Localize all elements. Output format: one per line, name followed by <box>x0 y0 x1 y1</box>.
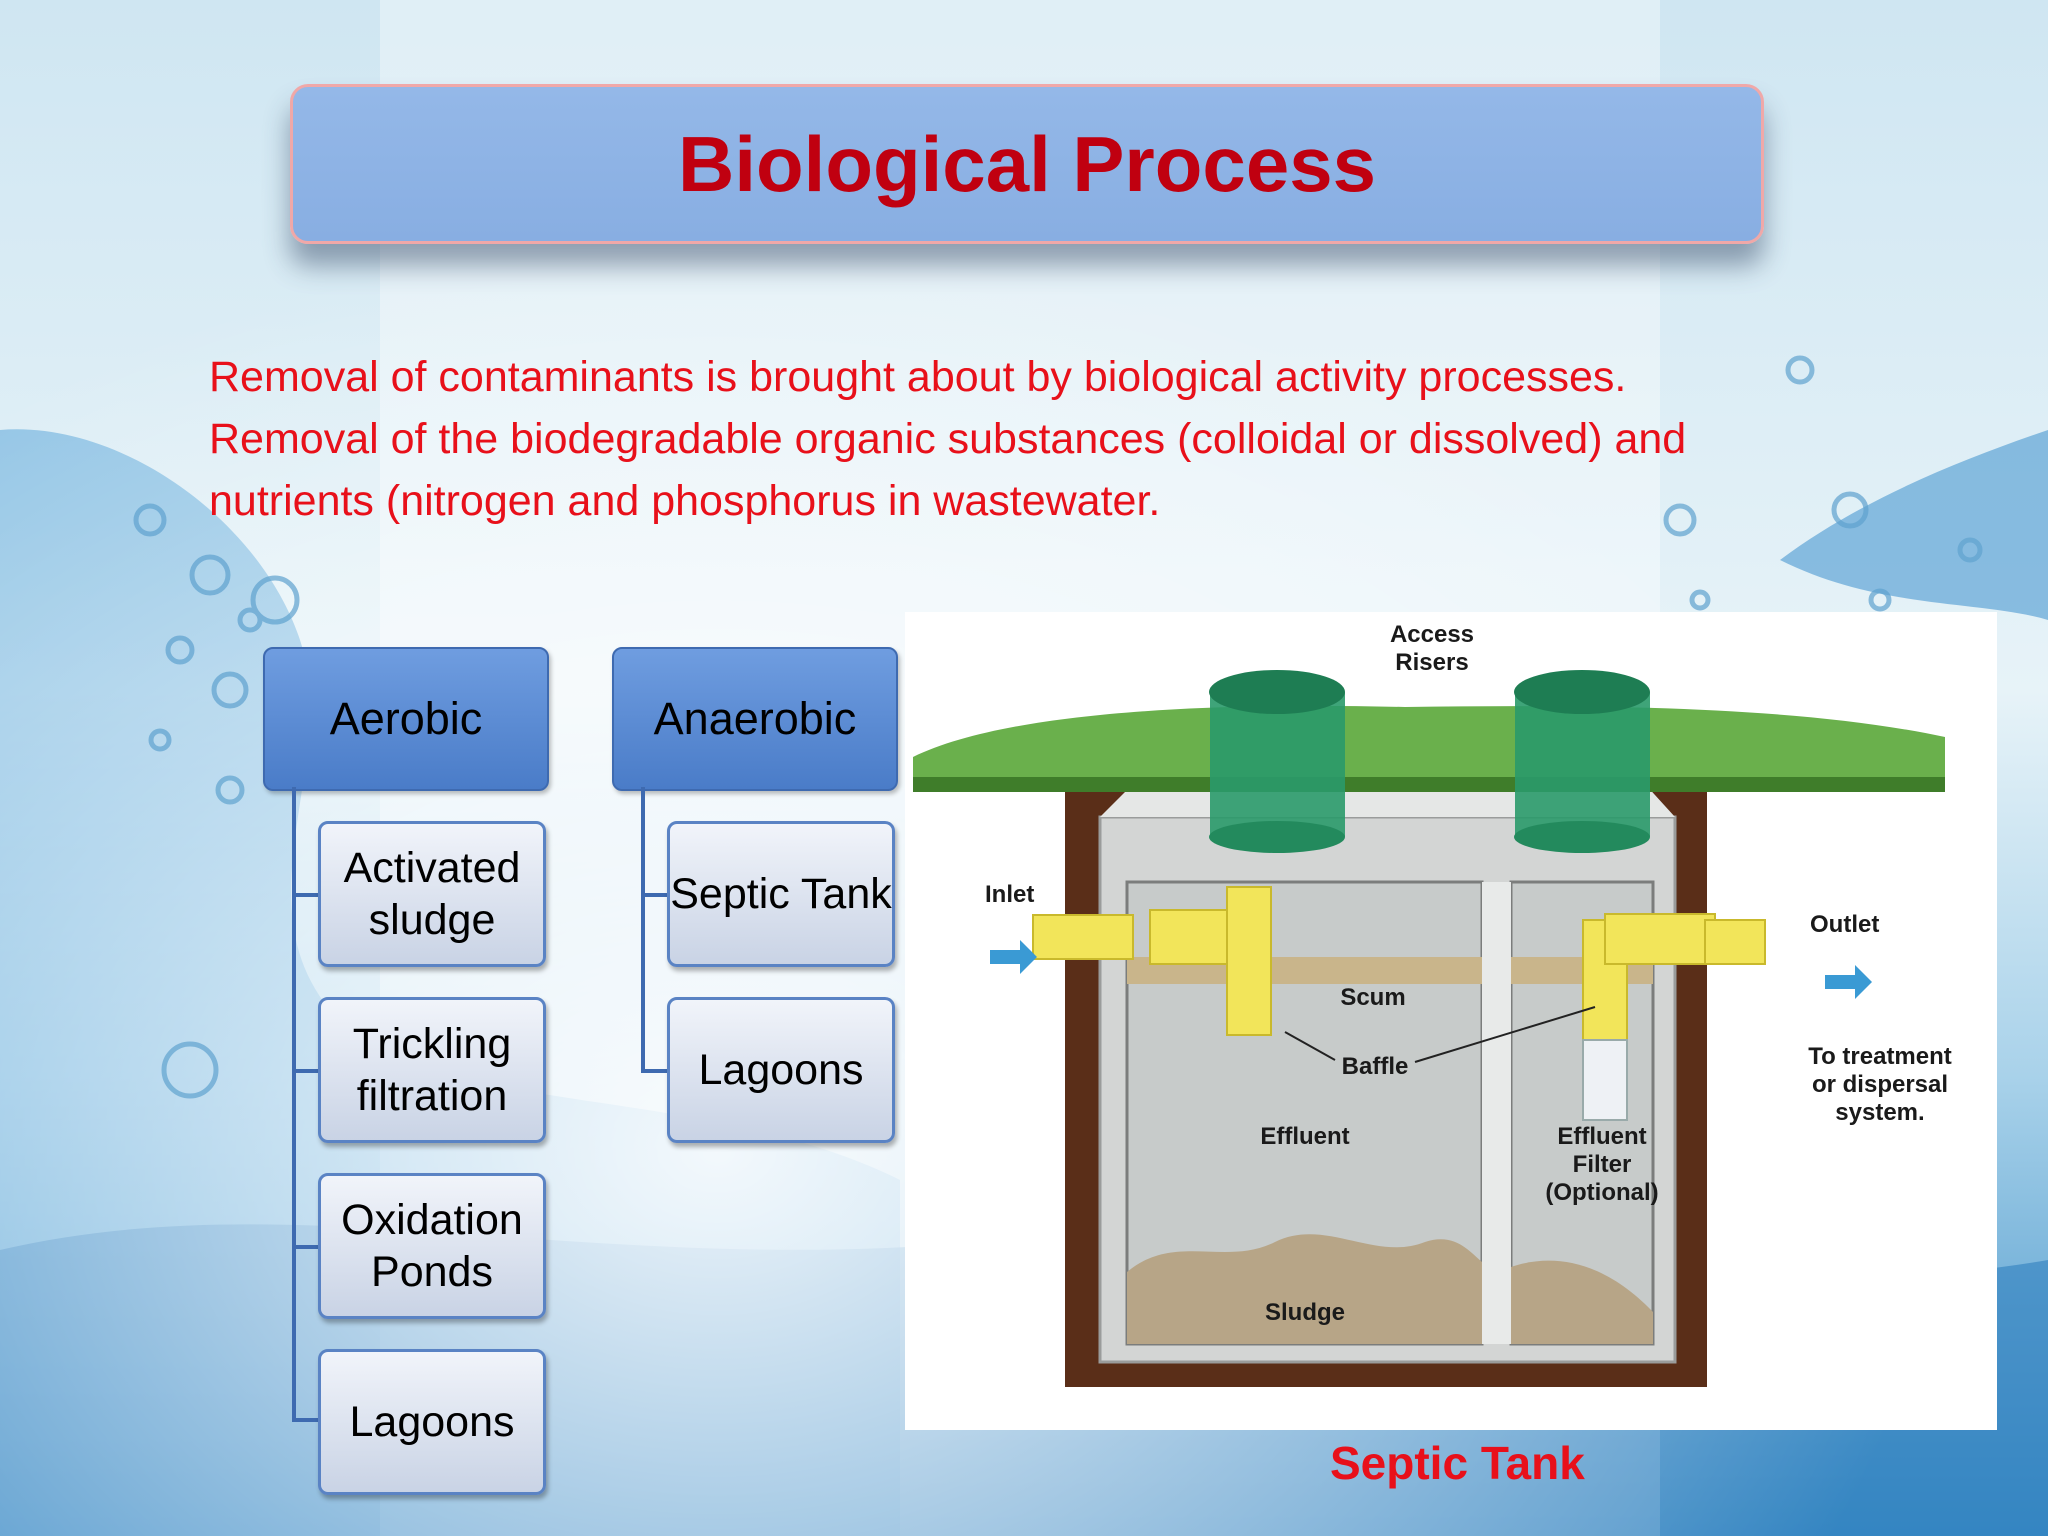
outlet-arrow-icon <box>1825 965 1872 999</box>
connector-branch <box>292 1069 320 1073</box>
effluent-label: Effluent <box>1260 1123 1349 1150</box>
body-text: Removal of contaminants is brought about… <box>209 346 1849 532</box>
slide-title: Biological Process <box>678 119 1376 208</box>
anaerobic-item-lagoons: Lagoons <box>667 997 895 1143</box>
riser-right <box>1514 670 1650 853</box>
aerobic-item-trickling-filtration: Trickling filtration <box>318 997 546 1143</box>
aerobic-item-lagoons: Lagoons <box>318 1349 546 1495</box>
sludge-label: Sludge <box>1265 1299 1345 1326</box>
destination-label-3: system. <box>1835 1099 1924 1126</box>
outlet-baffle-pipe <box>1604 913 1716 965</box>
filter-label-3: (Optional) <box>1545 1179 1658 1206</box>
aerobic-header: Aerobic <box>263 647 549 791</box>
effluent-filter <box>1582 1039 1628 1121</box>
access-risers-label-1: Access <box>1390 621 1474 648</box>
septic-tank-diagram: Access Risers Inlet Outlet To treatment … <box>905 612 1997 1430</box>
destination-label-2: or dispersal <box>1812 1071 1948 1098</box>
connector-branch <box>641 1069 669 1073</box>
outlet-label: Outlet <box>1810 911 1879 938</box>
grass <box>913 705 1945 782</box>
sludge-layer-2 <box>1511 1260 1653 1344</box>
inlet-baffle-tee <box>1226 886 1272 1036</box>
title-banner: Biological Process <box>290 84 1764 244</box>
body-line-1: Removal of contaminants is brought about… <box>209 353 1627 401</box>
divider-wall <box>1482 882 1511 1344</box>
filter-label-1: Effluent <box>1557 1123 1646 1150</box>
inlet-label: Inlet <box>985 881 1034 908</box>
body-line-2: Removal of the biodegradable organic sub… <box>209 415 1687 525</box>
anaerobic-connector <box>641 787 645 1071</box>
connector-branch <box>292 1418 320 1422</box>
filter-label-2: Filter <box>1573 1151 1632 1178</box>
destination-label-1: To treatment <box>1808 1043 1952 1070</box>
anaerobic-item-septic-tank: Septic Tank <box>667 821 895 967</box>
diagram-caption: Septic Tank <box>1330 1437 1585 1489</box>
outlet-pipe <box>1704 919 1766 965</box>
connector-branch <box>292 1245 320 1249</box>
scum-label: Scum <box>1340 984 1405 1011</box>
aerobic-item-oxidation-ponds: Oxidation Ponds <box>318 1173 546 1319</box>
aerobic-connector <box>292 787 296 1420</box>
baffle-label: Baffle <box>1342 1053 1409 1080</box>
inlet-arrow-icon <box>990 940 1037 974</box>
sludge-layer-1 <box>1127 1234 1482 1344</box>
riser-left <box>1209 670 1345 853</box>
access-risers-label-2: Risers <box>1395 649 1468 676</box>
anaerobic-header: Anaerobic <box>612 647 898 791</box>
aerobic-item-activated-sludge: Activated sludge <box>318 821 546 967</box>
inlet-pipe <box>1032 914 1134 960</box>
connector-branch <box>641 893 669 897</box>
connector-branch <box>292 893 320 897</box>
